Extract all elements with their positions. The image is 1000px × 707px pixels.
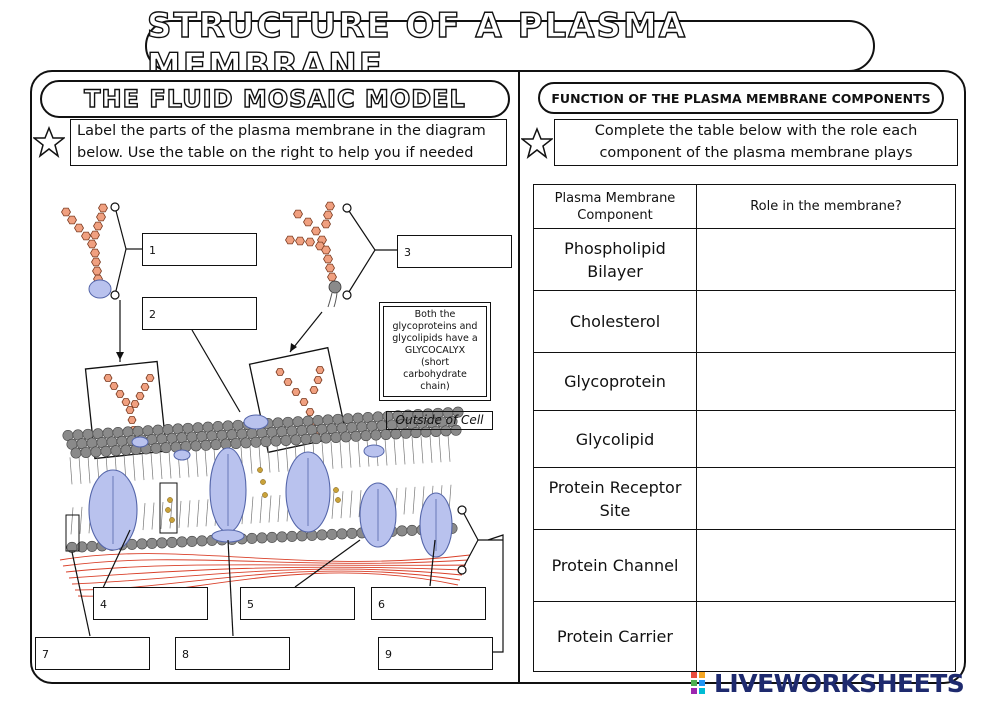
note-line: (short [420, 357, 450, 368]
component-name: Protein Carrier [533, 601, 697, 672]
star-icon [521, 127, 553, 159]
table-header-row: Plasma Membrane Component Role in the me… [533, 184, 956, 229]
component-name: Cholesterol [533, 290, 697, 353]
left-instructions: Label the parts of the plasma membrane i… [70, 119, 507, 166]
table-row: Protein Channel [533, 529, 956, 602]
note-line: chain) [420, 381, 450, 392]
role-input-cell[interactable] [696, 352, 956, 411]
membrane-proteins [65, 414, 453, 558]
section-divider [518, 71, 520, 683]
component-name: Glycoprotein [533, 352, 697, 411]
label-box-2[interactable]: 2 [142, 297, 257, 330]
note-line: glycoproteins and [392, 321, 478, 332]
role-input-cell[interactable] [696, 410, 956, 468]
label-box-4[interactable]: 4 [93, 587, 208, 620]
role-input-cell[interactable] [696, 290, 956, 353]
component-name: Glycolipid [533, 410, 697, 468]
liveworksheets-icon [691, 672, 705, 694]
role-input-cell[interactable] [696, 228, 956, 291]
glycocalyx-chain-right [275, 201, 342, 436]
left-section-title-banner: THE FLUID MOSAIC MODEL [40, 80, 510, 118]
glycocalyx-chain-left [61, 203, 155, 434]
table-row: Glycolipid [533, 410, 956, 468]
table-row: Glycoprotein [533, 352, 956, 411]
label-box-7[interactable]: 7 [35, 637, 150, 670]
right-section-title: FUNCTION OF THE PLASMA MEMBRANE COMPONEN… [551, 90, 931, 106]
label-box-5[interactable]: 5 [240, 587, 355, 620]
right-instruction-line-1: Complete the table below with the role e… [594, 123, 918, 139]
main-title: STRUCTURE OF A PLASMA MEMBRANE [146, 5, 688, 86]
components-table: Plasma Membrane Component Role in the me… [533, 184, 956, 672]
star-icon [33, 126, 65, 158]
membrane-diagram [59, 201, 504, 653]
left-instruction-line-1: Label the parts of the plasma membrane i… [77, 123, 486, 139]
left-instruction-line-2: below. Use the table on the right to hel… [77, 145, 474, 161]
note-line: glycolipids have a [392, 333, 478, 344]
phospholipid-bilayer [59, 406, 471, 597]
brand-text: LIVEWORKSHEETS [714, 668, 965, 698]
glycocalyx-note: Both the glycoproteins and glycolipids h… [379, 302, 491, 401]
liveworksheets-logo: LIVEWORKSHEETS [690, 667, 965, 699]
left-section-title: THE FLUID MOSAIC MODEL [83, 84, 466, 113]
table-row: Cholesterol [533, 290, 956, 353]
note-line: Both the [414, 309, 456, 320]
role-input-cell[interactable] [696, 529, 956, 602]
label-box-1[interactable]: 1 [142, 233, 257, 266]
table-row: Protein Carrier [533, 601, 956, 672]
right-section-title-banner: FUNCTION OF THE PLASMA MEMBRANE COMPONEN… [538, 82, 944, 114]
header-role: Role in the membrane? [696, 184, 956, 229]
role-input-cell[interactable] [696, 601, 956, 672]
label-box-9[interactable]: 9 [378, 637, 493, 670]
label-box-3[interactable]: 3 [397, 235, 512, 268]
role-input-cell[interactable] [696, 467, 956, 530]
label-box-6[interactable]: 6 [371, 587, 486, 620]
right-instruction-line-2: component of the plasma membrane plays [599, 145, 913, 161]
note-line: carbohydrate [403, 369, 467, 380]
label-box-8[interactable]: 8 [175, 637, 290, 670]
leader-lines [71, 206, 504, 653]
header-component: Plasma Membrane Component [533, 184, 697, 229]
component-name: Protein Channel [533, 529, 697, 602]
outside-of-cell-label: Outside of Cell [386, 411, 493, 430]
right-instructions: Complete the table below with the role e… [554, 119, 958, 166]
note-line: GLYCOCALYX [404, 345, 466, 356]
main-title-banner: STRUCTURE OF A PLASMA MEMBRANE [145, 5, 875, 87]
